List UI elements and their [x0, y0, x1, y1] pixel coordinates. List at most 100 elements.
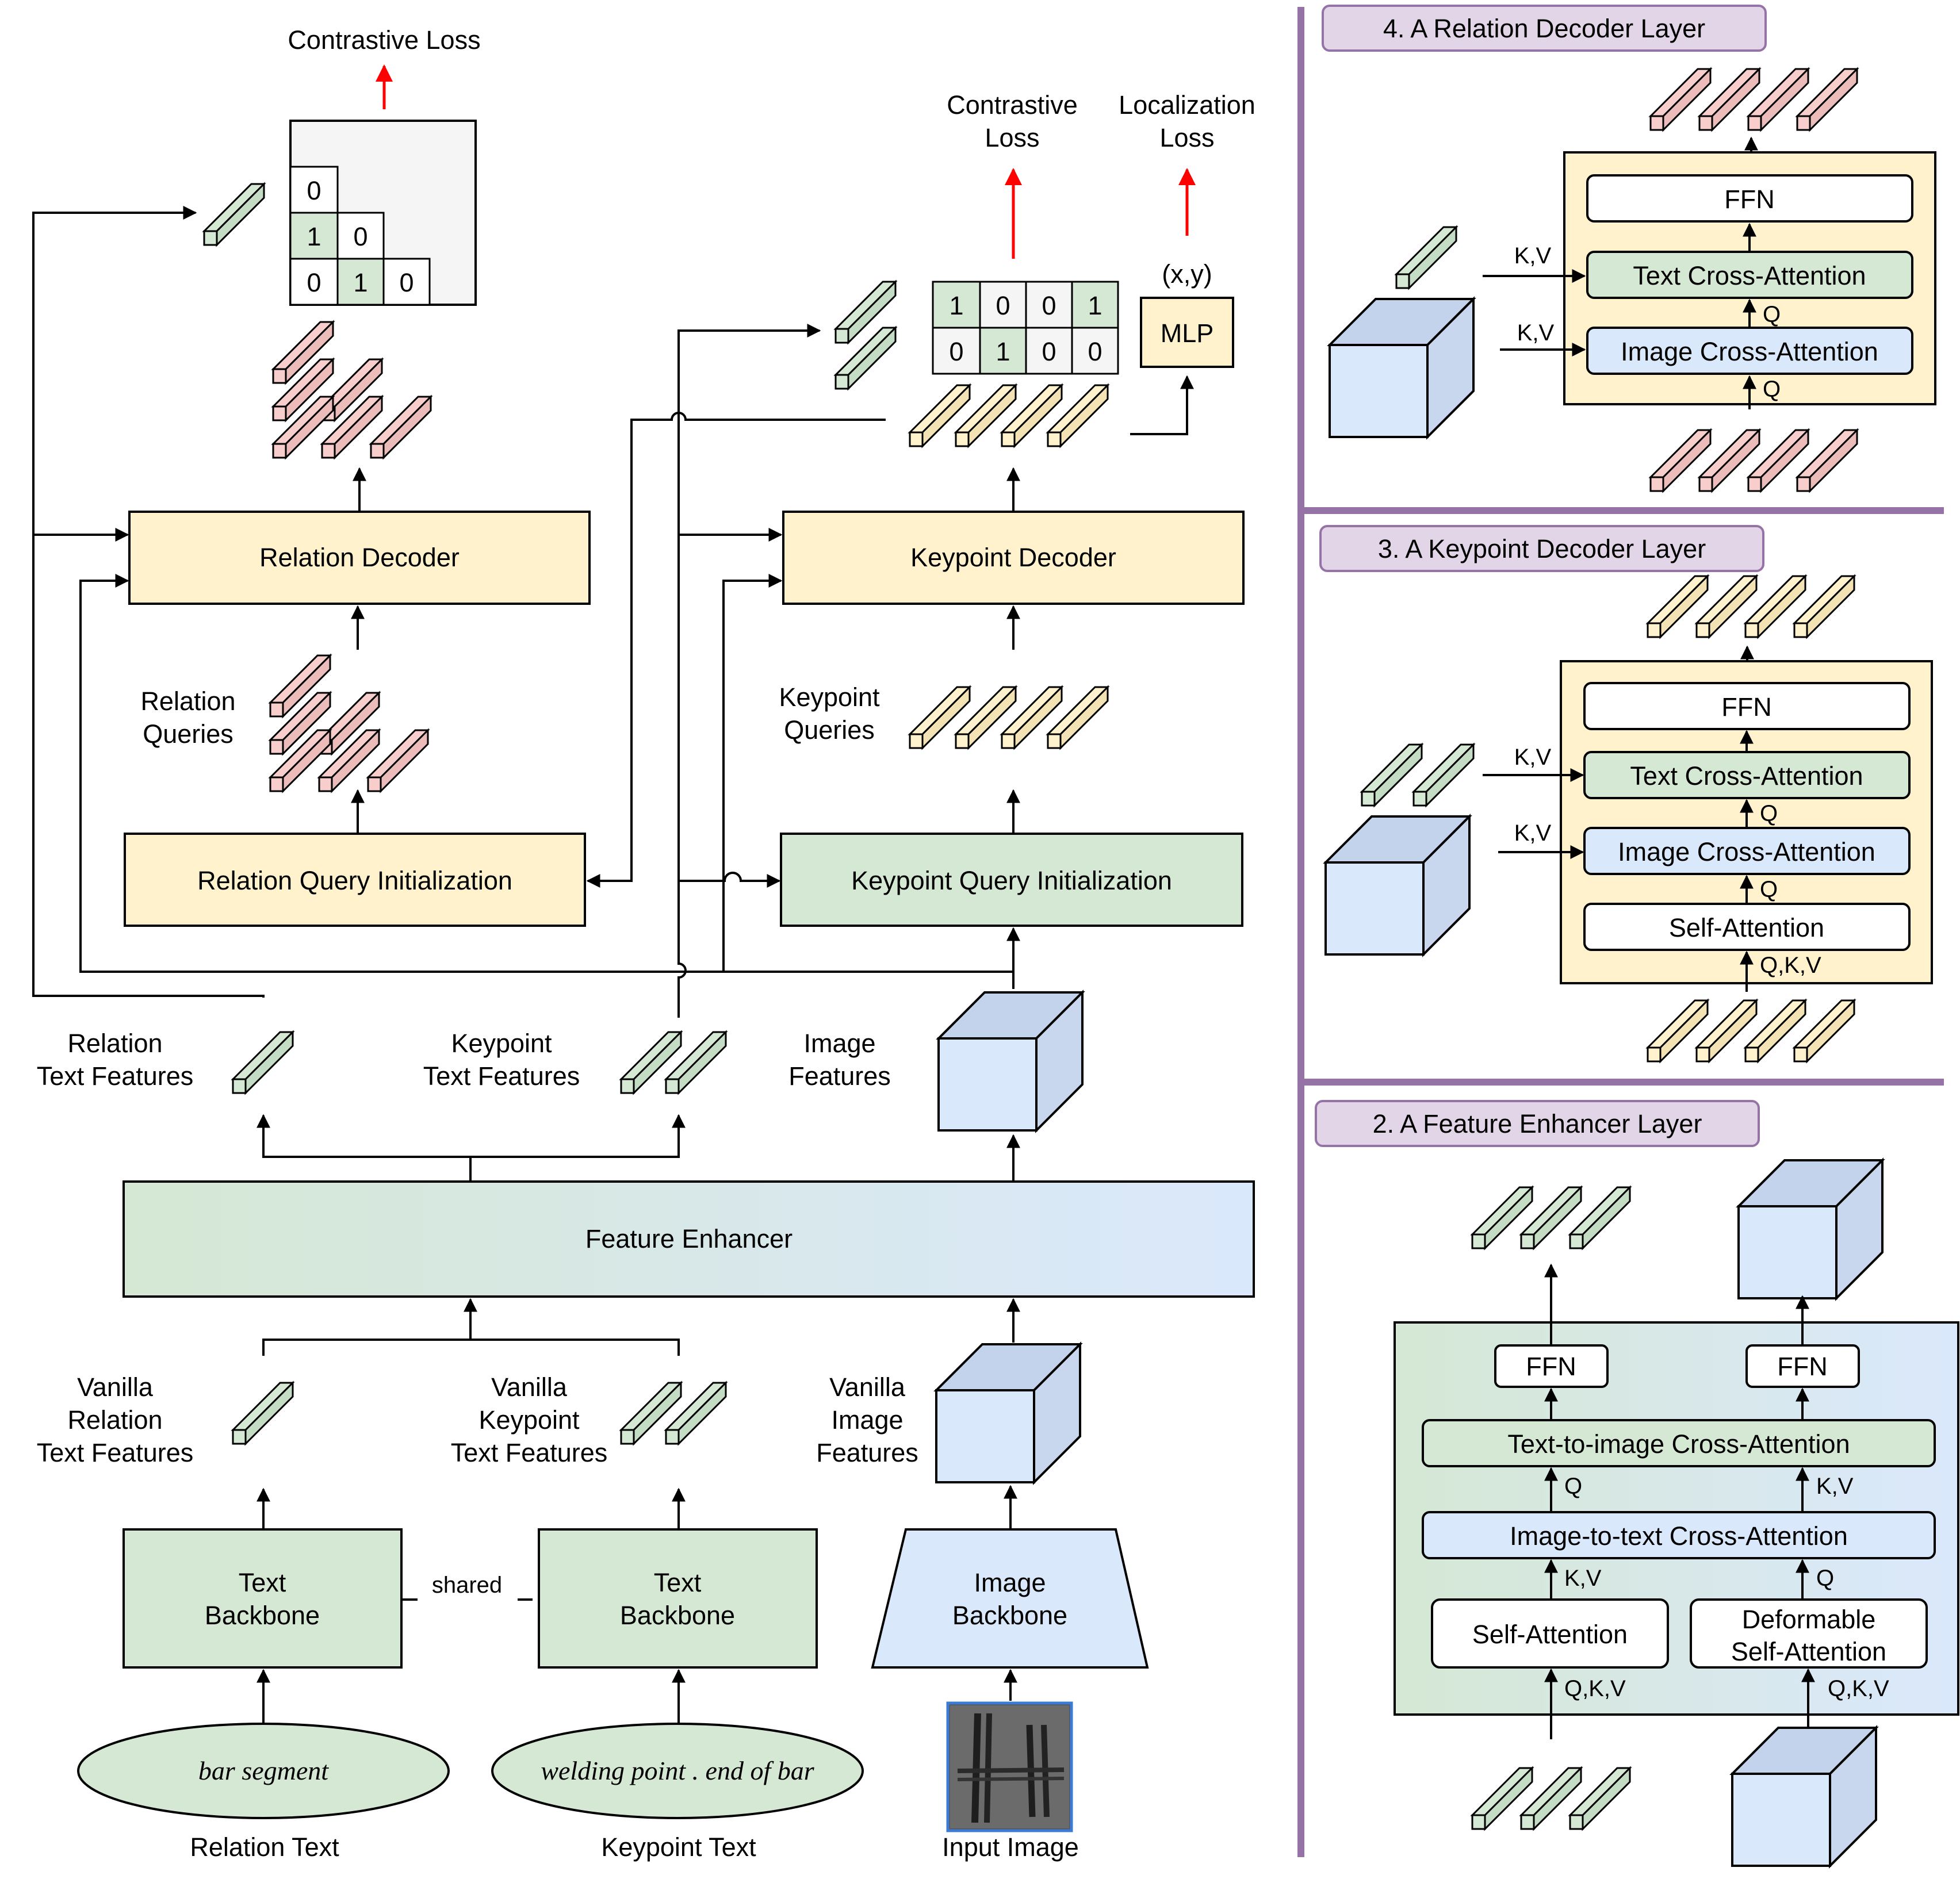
- relation-matrix: 0 1 0 0 1 0: [289, 120, 477, 306]
- panel4-output-tokens: [1649, 68, 1858, 131]
- panel2-t2i: Text-to-image Cross-Attention: [1507, 1429, 1850, 1459]
- vanilla-relation-label-1: Vanilla: [77, 1372, 154, 1402]
- panel2-deform-2: Self-Attention: [1731, 1637, 1886, 1666]
- panel4-text-ca: Text Cross-Attention: [1633, 261, 1866, 290]
- kp-cell-1-2: 0: [1042, 337, 1056, 366]
- panel2-input-cube: [1731, 1727, 1877, 1867]
- relation-query-init-label: Relation Query Initialization: [197, 866, 512, 895]
- rel-cell-2-1: 1: [353, 268, 368, 297]
- panel3-title: 3. A Keypoint Decoder Layer: [1378, 534, 1706, 563]
- panel3-img-ca: Image Cross-Attention: [1618, 837, 1875, 866]
- relation-text-caption: Relation Text: [190, 1832, 339, 1862]
- panel4-kv-2: K,V: [1517, 320, 1555, 346]
- keypoint-query-tokens: [909, 686, 1109, 749]
- panel4-ffn: FFN: [1724, 185, 1774, 214]
- image-features-cube: [937, 991, 1084, 1132]
- relation-query-tokens: [269, 654, 429, 792]
- keypoint-output-tokens: [909, 384, 1109, 447]
- image-backbone-label-2: Backbone: [952, 1601, 1067, 1630]
- panel3-self-attn: Self-Attention: [1669, 913, 1824, 942]
- keypoint-decoder-label: Keypoint Decoder: [910, 543, 1116, 572]
- keypoint-matrix: 1 0 0 1 0 1 0 0: [932, 281, 1119, 375]
- contrastive-loss-relation-label: Contrastive Loss: [288, 25, 480, 55]
- keypoint-text-tokens: [620, 1031, 727, 1094]
- text-backbone-label-2: Backbone: [205, 1601, 320, 1630]
- panel3-input-tokens: [1647, 999, 1855, 1063]
- panel2-output-cube: [1737, 1159, 1884, 1299]
- panel4-img-ca: Image Cross-Attention: [1621, 337, 1878, 366]
- text-backbone-label-1b: Text: [654, 1568, 702, 1597]
- panel4-q-1: Q: [1763, 302, 1781, 327]
- rel-cell-1-1: 0: [353, 222, 368, 251]
- vanilla-image-label-3: Features: [816, 1438, 918, 1467]
- vanilla-relation-label-3: Text Features: [37, 1438, 194, 1467]
- panel2-ffn-left: FFN: [1526, 1352, 1576, 1381]
- mlp-box: [1140, 297, 1234, 368]
- localization-loss-label-2: Loss: [1159, 123, 1214, 152]
- keypoint-text-input: [491, 1723, 864, 1819]
- panel-relation-decoder-layer: 4. A Relation Decoder Layer FFN Text Cro…: [1322, 5, 1936, 492]
- panel3-ffn: FFN: [1721, 692, 1771, 722]
- relation-text-token-top: [203, 183, 265, 246]
- panel2-q-2: Q: [1816, 1566, 1834, 1591]
- vanilla-relation-label-2: Relation: [67, 1405, 162, 1435]
- keypoint-query-init-label: Keypoint Query Initialization: [851, 866, 1172, 895]
- panel2-kv-1: K,V: [1816, 1474, 1854, 1499]
- relation-text-features-label-1: Relation: [67, 1029, 162, 1058]
- keypoint-text-caption: Keypoint Text: [601, 1832, 756, 1862]
- relation-decoder-label: Relation Decoder: [259, 543, 460, 572]
- panel2-q-1: Q: [1564, 1474, 1582, 1499]
- feature-enhancer: [122, 1180, 1255, 1298]
- relation-text-features-label-2: Text Features: [37, 1061, 194, 1091]
- panel4-kv-1: K,V: [1514, 243, 1552, 269]
- vanilla-relation-token: [232, 1382, 294, 1445]
- shared-label: shared: [432, 1573, 502, 1598]
- relation-query-initialization: [124, 833, 586, 927]
- panel2-deform-1: Deformable: [1742, 1605, 1876, 1634]
- panel-dividers: [1297, 7, 1944, 1857]
- vanilla-image-cube: [935, 1343, 1081, 1483]
- panel2-qkv-1: Q,K,V: [1564, 1676, 1626, 1701]
- relation-queries-label-1: Relation: [140, 687, 235, 716]
- vanilla-keypoint-label-1: Vanilla: [491, 1372, 568, 1402]
- kp-cell-0-3: 1: [1088, 291, 1102, 320]
- relation-output-tokens: [272, 321, 432, 459]
- keypoint-queries-label-2: Queries: [784, 715, 875, 745]
- panel3-kv-2: K,V: [1514, 820, 1552, 846]
- panel2-ffn-right: FFN: [1777, 1352, 1827, 1381]
- panel2-output-text-tokens: [1471, 1186, 1631, 1249]
- panel2-self-attn: Self-Attention: [1472, 1620, 1628, 1649]
- kp-cell-0-0: 1: [949, 291, 963, 320]
- localization-loss-label-1: Localization: [1119, 90, 1255, 120]
- vanilla-keypoint-tokens: [620, 1382, 727, 1445]
- panel3-q-2: Q: [1760, 877, 1778, 902]
- relation-decoder: [128, 511, 591, 605]
- relation-text-backbone: [122, 1528, 403, 1669]
- rel-cell-2-2: 0: [399, 268, 414, 297]
- vanilla-keypoint-label-3: Text Features: [451, 1438, 608, 1467]
- panel-feature-enhancer-layer: 2. A Feature Enhancer Layer FFN FFN Text…: [1315, 1100, 1959, 1867]
- kp-cell-1-0: 0: [949, 337, 963, 366]
- text-backbone-label-2b: Backbone: [620, 1601, 735, 1630]
- kp-cell-1-1: 1: [996, 337, 1010, 366]
- text-backbone-label-1: Text: [239, 1568, 286, 1597]
- panel3-qkv: Q,K,V: [1760, 953, 1821, 978]
- panel2-input-text-tokens: [1471, 1767, 1631, 1830]
- image-features-label-1: Image: [803, 1029, 875, 1058]
- kp-cell-0-2: 0: [1042, 291, 1056, 320]
- keypoint-decoder: [782, 511, 1245, 605]
- rel-cell-0-0: 0: [307, 176, 321, 205]
- kp-cell-1-3: 0: [1088, 337, 1102, 366]
- keypoint-queries-label-1: Keypoint: [779, 682, 880, 712]
- panel2-kv-2: K,V: [1564, 1566, 1602, 1591]
- xy-label: (x,y): [1162, 259, 1212, 289]
- vanilla-keypoint-label-2: Keypoint: [478, 1405, 580, 1435]
- panel2-title: 2. A Feature Enhancer Layer: [1373, 1109, 1702, 1138]
- keypoint-text-features-label-1: Keypoint: [451, 1029, 552, 1058]
- panel4-q-2: Q: [1763, 377, 1781, 402]
- image-features-label-2: Features: [788, 1061, 891, 1091]
- rel-cell-2-0: 0: [307, 268, 321, 297]
- keypoint-text-features-label-2: Text Features: [423, 1061, 580, 1091]
- keypoint-query-initialization: [780, 833, 1243, 927]
